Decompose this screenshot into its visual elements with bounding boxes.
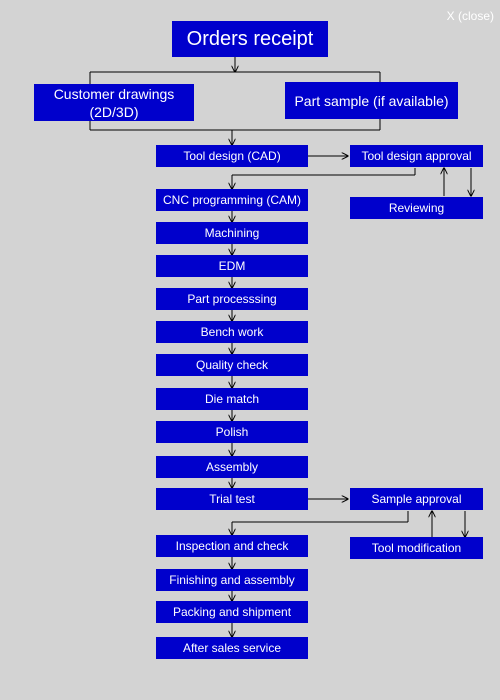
close-button[interactable]: X (close) [446,9,494,23]
node-tool-design-approval: Tool design approval [350,145,483,167]
node-part-processing: Part processsing [156,288,308,310]
node-part-sample: Part sample (if available) [285,82,458,119]
node-after-sales-service: After sales service [156,637,308,659]
node-reviewing: Reviewing [350,197,483,219]
node-polish: Polish [156,421,308,443]
node-edm: EDM [156,255,308,277]
node-sample-approval: Sample approval [350,488,483,510]
node-quality-check: Quality check [156,354,308,376]
node-cnc-programming: CNC programming (CAM) [156,189,308,211]
node-bench-work: Bench work [156,321,308,343]
node-die-match: Die match [156,388,308,410]
node-orders-receipt: Orders receipt [172,21,328,57]
node-inspection-and-check: Inspection and check [156,535,308,557]
node-machining: Machining [156,222,308,244]
node-finishing-and-assembly: Finishing and assembly [156,569,308,591]
node-tool-design: Tool design (CAD) [156,145,308,167]
node-assembly: Assembly [156,456,308,478]
node-customer-drawings: Customer drawings (2D/3D) [34,84,194,121]
node-packing-and-shipment: Packing and shipment [156,601,308,623]
node-tool-modification: Tool modification [350,537,483,559]
node-trial-test: Trial test [156,488,308,510]
